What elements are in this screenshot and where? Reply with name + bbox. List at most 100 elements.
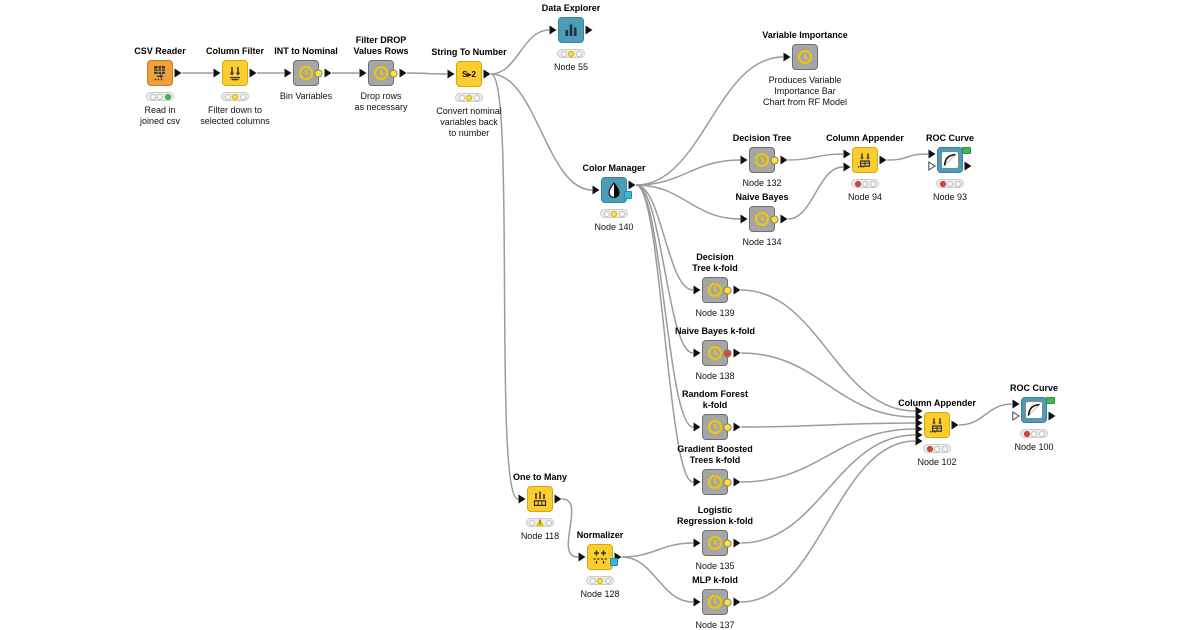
node-body-normalizer[interactable] (587, 544, 613, 570)
output-port[interactable] (324, 68, 332, 78)
input-port[interactable] (740, 155, 748, 165)
node-rf_kfold[interactable]: Random Forest k-fold (682, 389, 748, 440)
image-output-port[interactable] (962, 147, 971, 154)
node-body-column_appender_102[interactable] (924, 412, 950, 438)
node-body-roc_curve_100[interactable] (1021, 397, 1047, 423)
input-port[interactable] (549, 25, 557, 35)
output-port[interactable] (585, 25, 593, 35)
output-port-dot[interactable] (723, 597, 732, 607)
output-port[interactable] (554, 494, 562, 504)
output-port-dot[interactable] (314, 68, 323, 78)
input-port[interactable] (843, 149, 851, 159)
input-port[interactable] (915, 430, 923, 440)
input-port[interactable] (693, 597, 701, 607)
node-body-column_appender_94[interactable] (852, 147, 878, 173)
input-port[interactable] (915, 424, 923, 434)
output-port[interactable] (249, 68, 257, 78)
input-port[interactable] (693, 422, 701, 432)
input-port[interactable] (447, 69, 455, 79)
output-port[interactable] (733, 285, 741, 295)
output-port[interactable] (879, 155, 887, 165)
input-port[interactable] (915, 418, 923, 428)
output-port[interactable] (174, 68, 182, 78)
input-port[interactable] (592, 185, 600, 195)
node-body-csv_reader[interactable] (147, 60, 173, 86)
input-port[interactable] (693, 538, 701, 548)
output-port[interactable] (399, 68, 407, 78)
image-output-port[interactable] (1046, 397, 1055, 404)
input-port[interactable] (693, 477, 701, 487)
output-port-dot[interactable] (389, 68, 398, 78)
output-port[interactable] (733, 538, 741, 548)
node-body-rf_kfold[interactable] (702, 414, 728, 440)
output-port[interactable] (951, 420, 959, 430)
input-port[interactable] (740, 214, 748, 224)
input-port[interactable] (1012, 411, 1020, 421)
node-body-naive_bayes[interactable] (749, 206, 775, 232)
output-port-dot[interactable] (770, 155, 779, 165)
input-port[interactable] (915, 406, 923, 416)
input-port[interactable] (915, 436, 923, 446)
node-body-column_filter[interactable] (222, 60, 248, 86)
output-port-dot[interactable] (723, 348, 732, 358)
node-body-color_manager[interactable] (601, 177, 627, 203)
output-port[interactable] (483, 69, 491, 79)
input-port[interactable] (578, 552, 586, 562)
input-port[interactable] (359, 68, 367, 78)
output-port-dot[interactable] (770, 214, 779, 224)
node-body-roc_curve_93[interactable] (937, 147, 963, 173)
output-port[interactable] (1048, 411, 1056, 421)
output-port[interactable] (733, 477, 741, 487)
input-port[interactable] (213, 68, 221, 78)
input-port[interactable] (693, 285, 701, 295)
output-port[interactable] (964, 161, 972, 171)
model-output-port[interactable] (624, 191, 632, 199)
output-port-dot[interactable] (723, 422, 732, 432)
input-port[interactable] (843, 162, 851, 172)
output-port-dot[interactable] (723, 477, 732, 487)
node-body-string_to_number[interactable]: S▸2 (456, 61, 482, 87)
output-port[interactable] (780, 155, 788, 165)
input-port[interactable] (928, 161, 936, 171)
node-one_to_many[interactable]: One to Many!Node 118 (513, 472, 567, 541)
input-port[interactable] (284, 68, 292, 78)
output-port[interactable] (733, 597, 741, 607)
node-body-variable_importance[interactable] (792, 44, 818, 70)
output-port[interactable] (733, 422, 741, 432)
input-port[interactable] (928, 149, 936, 159)
input-port[interactable] (915, 412, 923, 422)
input-port[interactable] (693, 348, 701, 358)
output-port[interactable] (733, 348, 741, 358)
output-port[interactable] (780, 214, 788, 224)
input-port[interactable] (518, 494, 526, 504)
output-port-dot[interactable] (723, 538, 732, 548)
input-port[interactable] (1012, 399, 1020, 409)
node-gbt_kfold[interactable]: Gradient Boosted Trees k-fold (677, 444, 753, 495)
output-port-dot[interactable] (723, 285, 732, 295)
model-output-port[interactable] (610, 558, 618, 566)
node-body-data_explorer[interactable] (558, 17, 584, 43)
input-port[interactable] (783, 52, 791, 62)
node-body-one_to_many[interactable] (527, 486, 553, 512)
output-port[interactable] (628, 180, 636, 190)
